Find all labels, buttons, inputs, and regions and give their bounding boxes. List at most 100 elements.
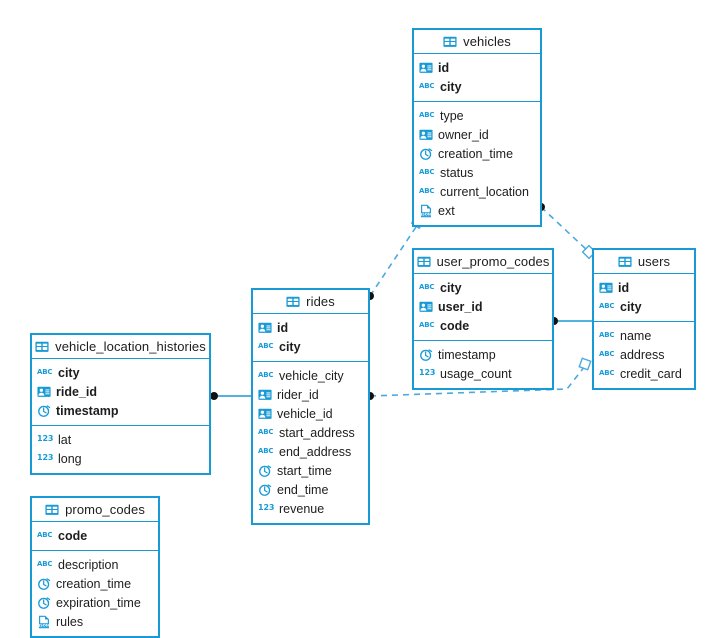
table-grid-icon: [45, 503, 59, 517]
table-field[interactable]: creation_time: [414, 144, 540, 163]
field-name: ride_id: [56, 384, 97, 399]
123-number-icon: 123: [419, 367, 436, 377]
table-header-vehicle_location_histories[interactable]: vehicle_location_histories: [32, 335, 209, 359]
abc-text-icon: ABC: [419, 320, 435, 329]
field-name: revenue: [279, 501, 325, 516]
abc-text-icon: ABC: [37, 367, 53, 376]
field-name: city: [279, 339, 301, 354]
field-name: creation_time: [438, 146, 514, 161]
field-name: rider_id: [277, 387, 319, 402]
id-card-icon: [258, 407, 272, 421]
123-number-icon: 123: [37, 433, 54, 443]
clock-icon: [258, 464, 272, 478]
table-header-promo_codes[interactable]: promo_codes: [32, 498, 158, 522]
table-grid-icon: [35, 340, 49, 354]
123-number-icon: 123: [258, 502, 275, 512]
field-name: type: [440, 108, 464, 123]
primary-key-field[interactable]: user_id: [414, 297, 552, 316]
table-field[interactable]: ABC type: [414, 106, 540, 125]
abc-text-icon: ABC: [258, 370, 274, 379]
primary-key-field[interactable]: id: [414, 58, 540, 77]
table-field[interactable]: rider_id: [253, 385, 368, 404]
clock-icon: [37, 404, 51, 418]
table-header-user_promo_codes[interactable]: user_promo_codes: [414, 250, 552, 274]
table-field[interactable]: ABC current_location: [414, 182, 540, 201]
field-name: timestamp: [56, 403, 119, 418]
table-field[interactable]: start_time: [253, 461, 368, 480]
primary-key-field[interactable]: id: [253, 318, 368, 337]
field-name: status: [440, 165, 474, 180]
relationship-vehicle_location_histories-rides[interactable]: [210, 392, 251, 400]
table-header-rides[interactable]: rides: [253, 290, 368, 314]
relationship-user_promo_codes-users[interactable]: [550, 317, 592, 325]
table-field[interactable]: creation_time: [32, 574, 158, 593]
abc-text-icon: ABC: [599, 301, 615, 310]
field-name: expiration_time: [56, 595, 141, 610]
field-name: vehicle_id: [277, 406, 333, 421]
clock-icon: [37, 577, 51, 591]
table-field[interactable]: vehicle_id: [253, 404, 368, 423]
table-header-users[interactable]: users: [594, 250, 694, 274]
table-field[interactable]: owner_id: [414, 125, 540, 144]
primary-key-field[interactable]: id: [594, 278, 694, 297]
primary-key-field[interactable]: ride_id: [32, 382, 209, 401]
abc-text-icon: ABC: [419, 81, 435, 90]
table-field[interactable]: ABC vehicle_city: [253, 366, 368, 385]
table-title: rides: [306, 294, 335, 309]
field-name: start_time: [277, 463, 332, 478]
field-name: name: [620, 328, 652, 343]
abc-text-icon: ABC: [419, 110, 435, 119]
123-number-icon: 123: [37, 452, 54, 462]
field-name: current_location: [440, 184, 529, 199]
table-field[interactable]: 123 revenue: [253, 499, 368, 518]
id-card-icon: [419, 61, 433, 75]
table-field[interactable]: end_time: [253, 480, 368, 499]
table-field[interactable]: expiration_time: [32, 593, 158, 612]
relationship-endpoint-dot: [210, 392, 218, 400]
clock-icon: [419, 147, 433, 161]
table-header-vehicles[interactable]: vehicles: [414, 30, 540, 54]
id-card-icon: [599, 281, 613, 295]
field-name: rules: [56, 614, 84, 629]
field-name: id: [277, 320, 289, 335]
table-title: users: [637, 254, 671, 269]
table-grid-icon: [618, 255, 632, 269]
table-field[interactable]: timestamp: [414, 345, 552, 364]
field-name: vehicle_city: [279, 368, 344, 383]
primary-key-field[interactable]: timestamp: [32, 401, 209, 420]
abc-text-icon: ABC: [419, 186, 435, 195]
field-name: ext: [438, 203, 455, 218]
field-name: id: [438, 60, 450, 75]
